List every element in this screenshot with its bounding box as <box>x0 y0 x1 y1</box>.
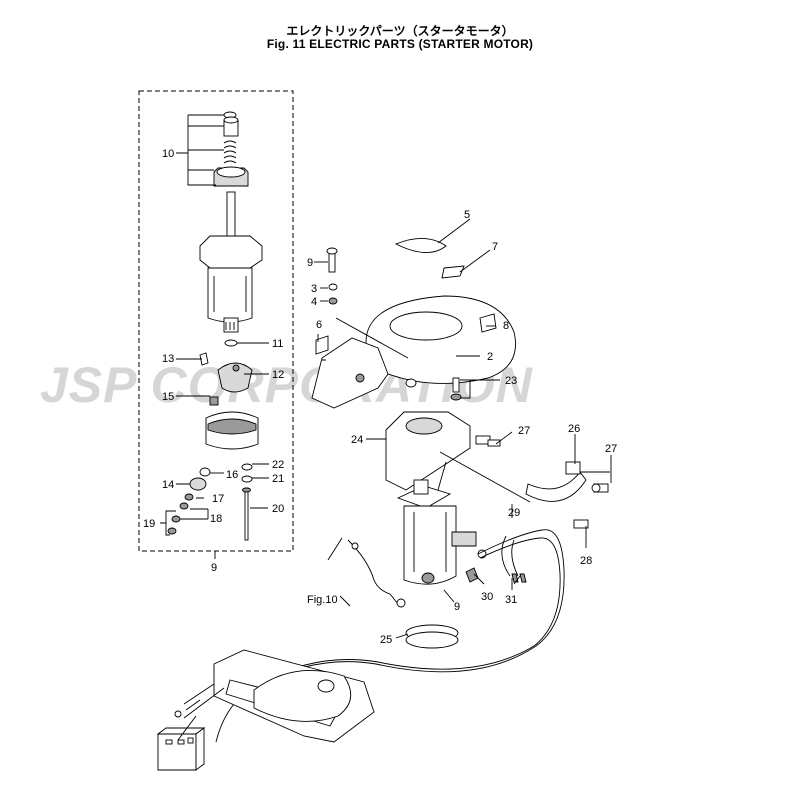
callout-29: 29 <box>508 507 520 519</box>
callout-22: 22 <box>272 459 284 471</box>
starter-collar <box>405 624 459 649</box>
callout-7: 8 <box>503 320 509 332</box>
callout-16: 16 <box>226 469 238 481</box>
callout-17: 17 <box>212 493 224 505</box>
callout-labels: 10 11 13 12 15 22 16 21 14 17 20 18 19 9… <box>143 148 617 646</box>
callout-28: 28 <box>580 555 592 567</box>
callout-30: 30 <box>481 591 493 603</box>
callout-8: 9 <box>307 257 313 269</box>
callout-27-upper: 27 <box>518 425 530 437</box>
callout-1: 2 <box>487 351 493 363</box>
callout-23: 23 <box>505 375 517 387</box>
starter-bracket <box>385 411 609 529</box>
callout-26: 26 <box>568 423 580 435</box>
flywheel-cover <box>311 295 516 409</box>
fig10-reference-label: Fig.10 <box>307 594 338 606</box>
callout-15: 15 <box>162 391 174 403</box>
callout-9-kit: 9 <box>211 562 217 574</box>
engine-mount-frame <box>174 649 375 743</box>
callout-12: 12 <box>272 369 284 381</box>
callout-19: 19 <box>143 518 155 530</box>
decals-and-bolts <box>315 238 497 401</box>
battery <box>156 715 206 771</box>
callout-24: 24 <box>351 434 363 446</box>
callout-10: 10 <box>162 148 174 160</box>
callout-5: 6 <box>316 319 322 331</box>
title-japanese: エレクトリックパーツ（スタータモータ） <box>286 24 514 38</box>
callout-27-right: 27 <box>605 443 617 455</box>
armature-housing <box>199 191 263 333</box>
callout-25: 25 <box>380 634 392 646</box>
callout-6: 7 <box>492 241 498 253</box>
brush-holder-parts <box>167 339 259 541</box>
callout-31: 31 <box>505 594 517 606</box>
wiring-harness <box>215 529 565 743</box>
callout-14: 14 <box>162 479 174 491</box>
callout-3: 4 <box>311 296 317 308</box>
kit-dashed-box <box>138 90 294 552</box>
callout-9-main: 9 <box>454 601 460 613</box>
callout-2: 3 <box>311 283 317 295</box>
title-english: Fig. 11 ELECTRIC PARTS (STARTER MOTOR) <box>266 37 534 51</box>
callout-4: 5 <box>464 209 470 221</box>
callout-11: 11 <box>272 338 283 350</box>
starter-motor <box>396 479 487 585</box>
pinion-gear-set <box>213 111 249 187</box>
callout-13: 13 <box>162 353 174 365</box>
callout-20: 20 <box>272 503 284 515</box>
callout-18: 18 <box>210 513 222 525</box>
callout-21: 21 <box>272 473 284 485</box>
